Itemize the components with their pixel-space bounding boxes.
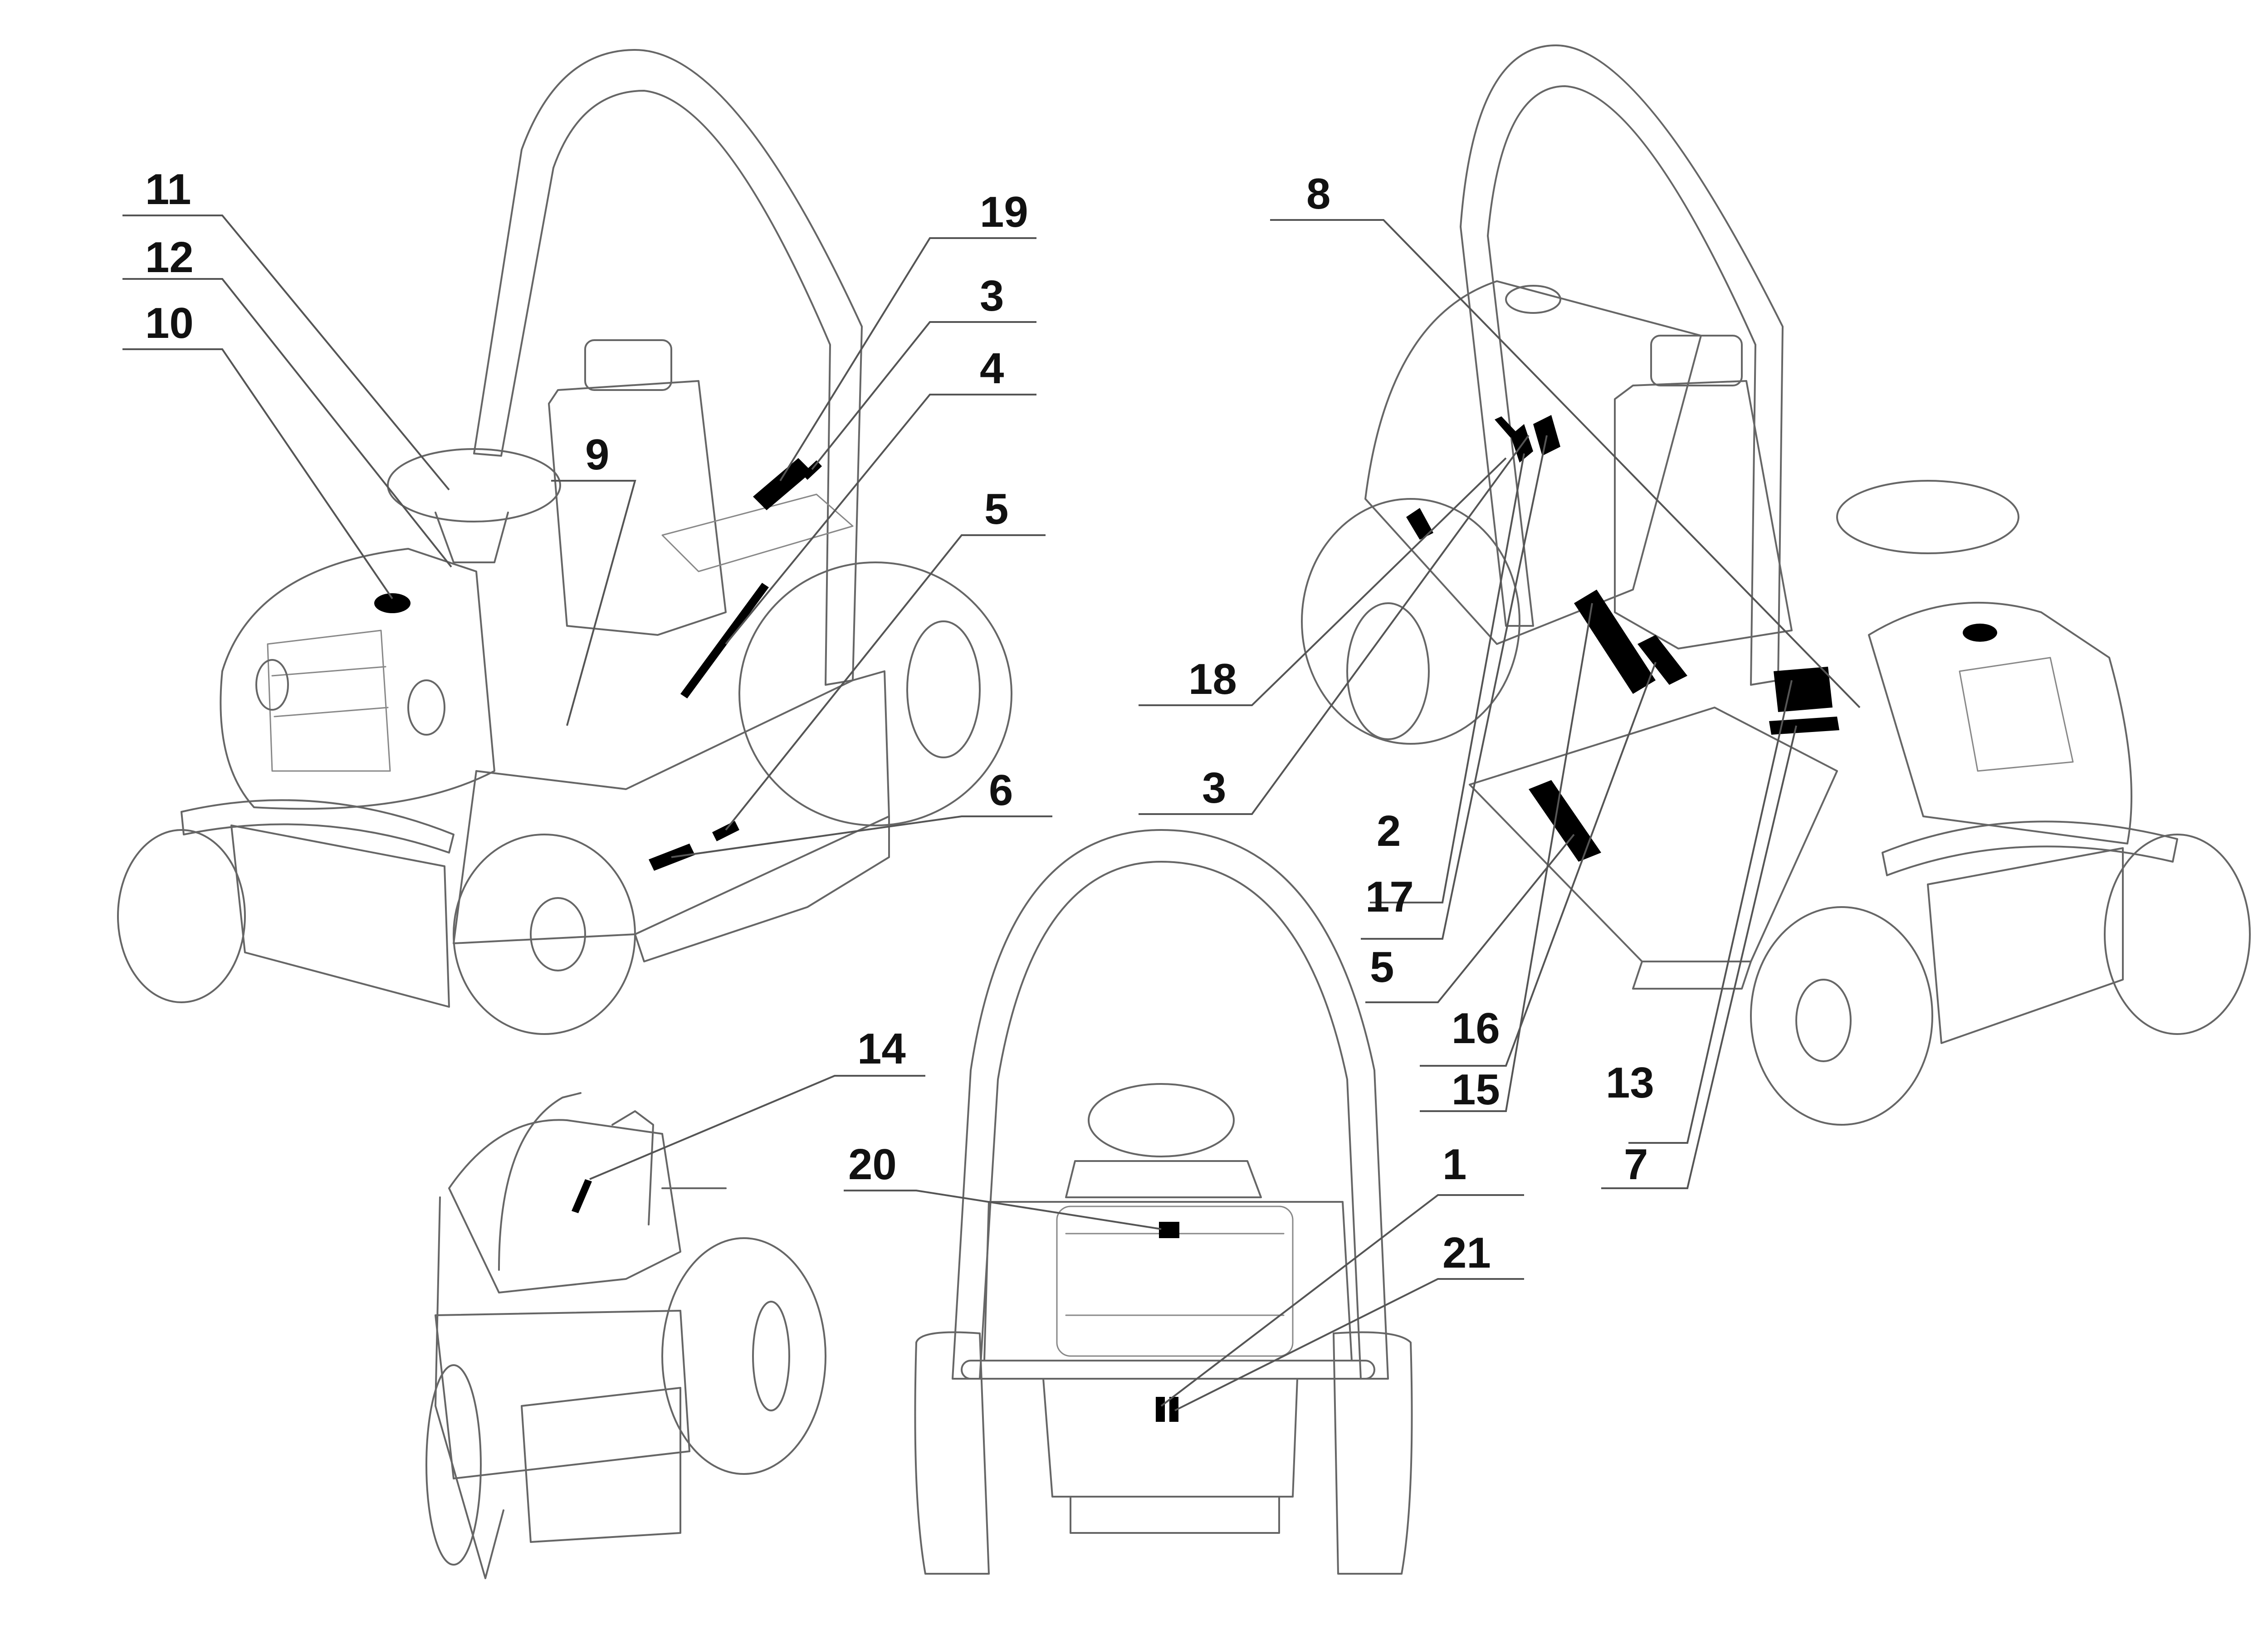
callout-18: 18 [1188, 655, 1237, 703]
callout-3-b: 3 [1202, 764, 1226, 812]
callout-2: 2 [1377, 807, 1401, 855]
decal-3-rear-right-small [1495, 416, 1517, 438]
leaders-front-left [122, 215, 1052, 858]
decal-19-front-left [753, 458, 812, 510]
callout-5-b: 5 [1370, 943, 1394, 991]
mower-side-detail-view [425, 1092, 826, 1579]
callout-21: 21 [1442, 1229, 1491, 1277]
callout-1: 1 [1442, 1140, 1466, 1189]
decal-3-front-left [802, 460, 822, 480]
callout-4: 4 [980, 344, 1004, 393]
callout-15: 15 [1452, 1065, 1500, 1114]
decal-5-rear-right [1529, 780, 1601, 862]
decal-10-front-left [374, 593, 411, 613]
decal-3-rear-right-seat [1406, 508, 1433, 540]
callout-5-a: 5 [984, 485, 1008, 533]
callout-6: 6 [989, 766, 1013, 815]
mower-front-left-view [117, 49, 1012, 1035]
decal-4-front-left [680, 583, 769, 698]
callout-7: 7 [1624, 1140, 1648, 1189]
decal-8-rear-right [1774, 667, 1833, 712]
decal-14-side [572, 1179, 592, 1213]
decal-15-rear-right [1574, 590, 1656, 694]
callout-labels: 11 12 10 9 19 3 4 5 6 8 18 3 2 17 5 16 1… [145, 165, 1654, 1277]
decal-21-rear [1169, 1397, 1178, 1422]
callout-3-a: 3 [980, 272, 1004, 320]
leader-14 [589, 1075, 925, 1180]
callout-16: 16 [1452, 1004, 1500, 1053]
callout-8: 8 [1306, 170, 1330, 218]
decal-20-rear [1159, 1222, 1179, 1238]
mower-rear-view [914, 829, 1413, 1575]
callout-11: 11 [145, 165, 191, 214]
decal-16-rear-right [1637, 635, 1687, 685]
callout-20: 20 [848, 1140, 897, 1189]
callout-14: 14 [857, 1025, 906, 1073]
decal-1-rear [1156, 1397, 1165, 1422]
decal-5-front-left [712, 821, 739, 841]
callout-13: 13 [1606, 1059, 1654, 1107]
leaders-rear [844, 1190, 1524, 1411]
leaders-rear-right [1139, 219, 1861, 1189]
callout-10: 10 [145, 299, 194, 347]
decal-10-rear-right [1963, 624, 1997, 642]
mower-rear-right-view [1301, 44, 2251, 1126]
decal-7-rear-right [1769, 717, 1839, 735]
callout-17: 17 [1365, 873, 1414, 921]
callout-19: 19 [980, 188, 1028, 236]
callout-12: 12 [145, 233, 194, 282]
callout-9: 9 [585, 430, 609, 479]
